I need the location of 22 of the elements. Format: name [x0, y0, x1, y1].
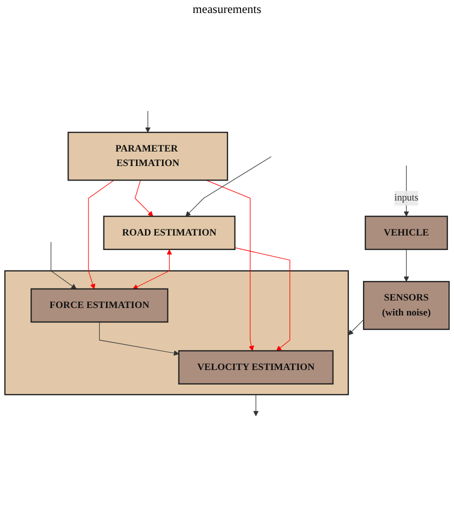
arrow — [348, 319, 364, 336]
arrow — [404, 165, 410, 217]
note-text: measurements — [192, 2, 262, 16]
arrow — [99, 322, 180, 356]
node-box: PARAMETER ESTIMATION — [68, 132, 228, 181]
node-box: SENSORS (with noise) — [362, 280, 450, 330]
node-box: VEHICLE — [364, 216, 448, 250]
arrow — [88, 180, 114, 290]
arrow — [404, 249, 410, 282]
arrow — [145, 110, 151, 133]
arrow — [185, 156, 272, 217]
cluster — [4, 270, 349, 396]
node-box: VELOCITY ESTIMATION — [178, 350, 334, 384]
edge-label: inputs — [394, 192, 418, 204]
node-box: FORCE ESTIMATION — [30, 288, 168, 323]
arrow — [206, 180, 254, 352]
arrow — [234, 247, 290, 352]
arrow — [132, 249, 172, 290]
arrow — [134, 180, 154, 217]
arrow — [50, 242, 77, 290]
arrow — [253, 394, 259, 416]
node-box: ROAD ESTIMATION — [103, 216, 236, 250]
